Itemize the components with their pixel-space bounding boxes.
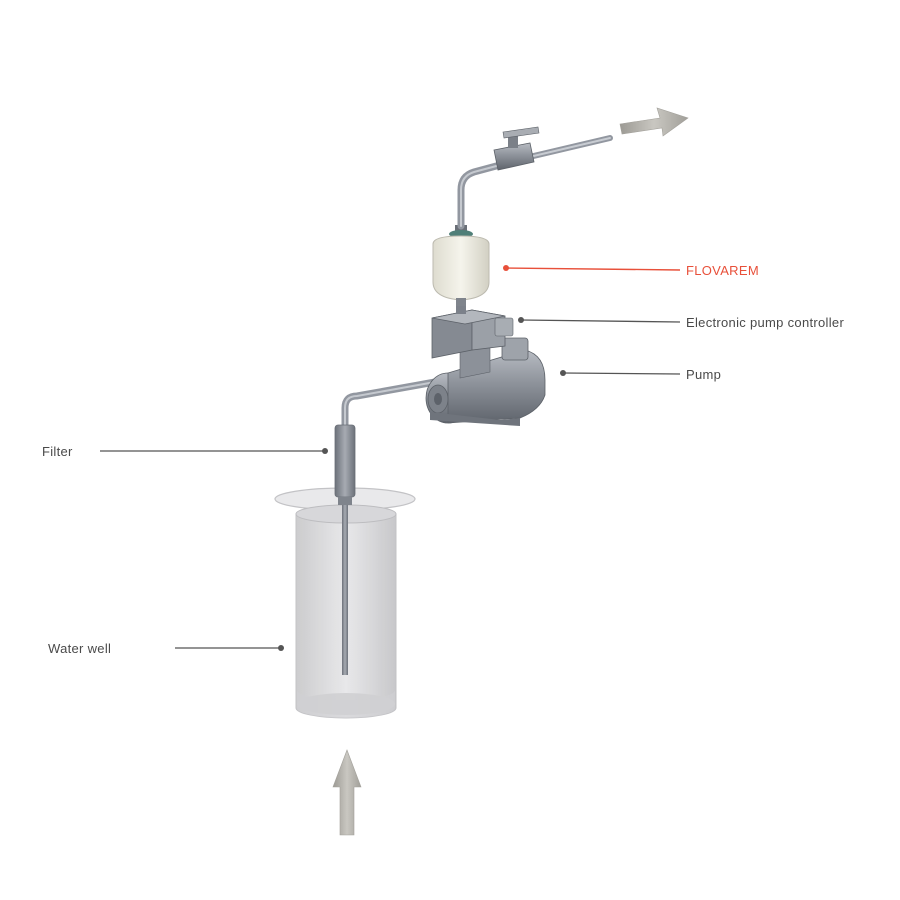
filter-element [334,424,356,505]
pump [425,337,546,426]
leader-pump [560,370,681,376]
flovarem-tank [432,225,490,306]
label-filter: Filter [42,444,73,459]
outlet-valve [493,126,540,171]
label-water-well: Water well [48,641,112,656]
label-flovarem: FLOVAREM [686,263,759,278]
electronic-pump-controller [431,302,514,359]
leader-filter [100,448,328,454]
outlet-pipe [457,135,613,230]
arrow-up-icon [332,749,362,836]
leader-water-well [175,645,284,651]
label-pump: Pump [686,367,722,382]
label-electronic-pump-controller: Electronic pump controller [686,315,845,330]
arrow-right-icon [619,107,689,137]
leader-controller [518,317,681,323]
leader-flovarem [503,265,681,271]
suction-pipe [341,378,439,675]
